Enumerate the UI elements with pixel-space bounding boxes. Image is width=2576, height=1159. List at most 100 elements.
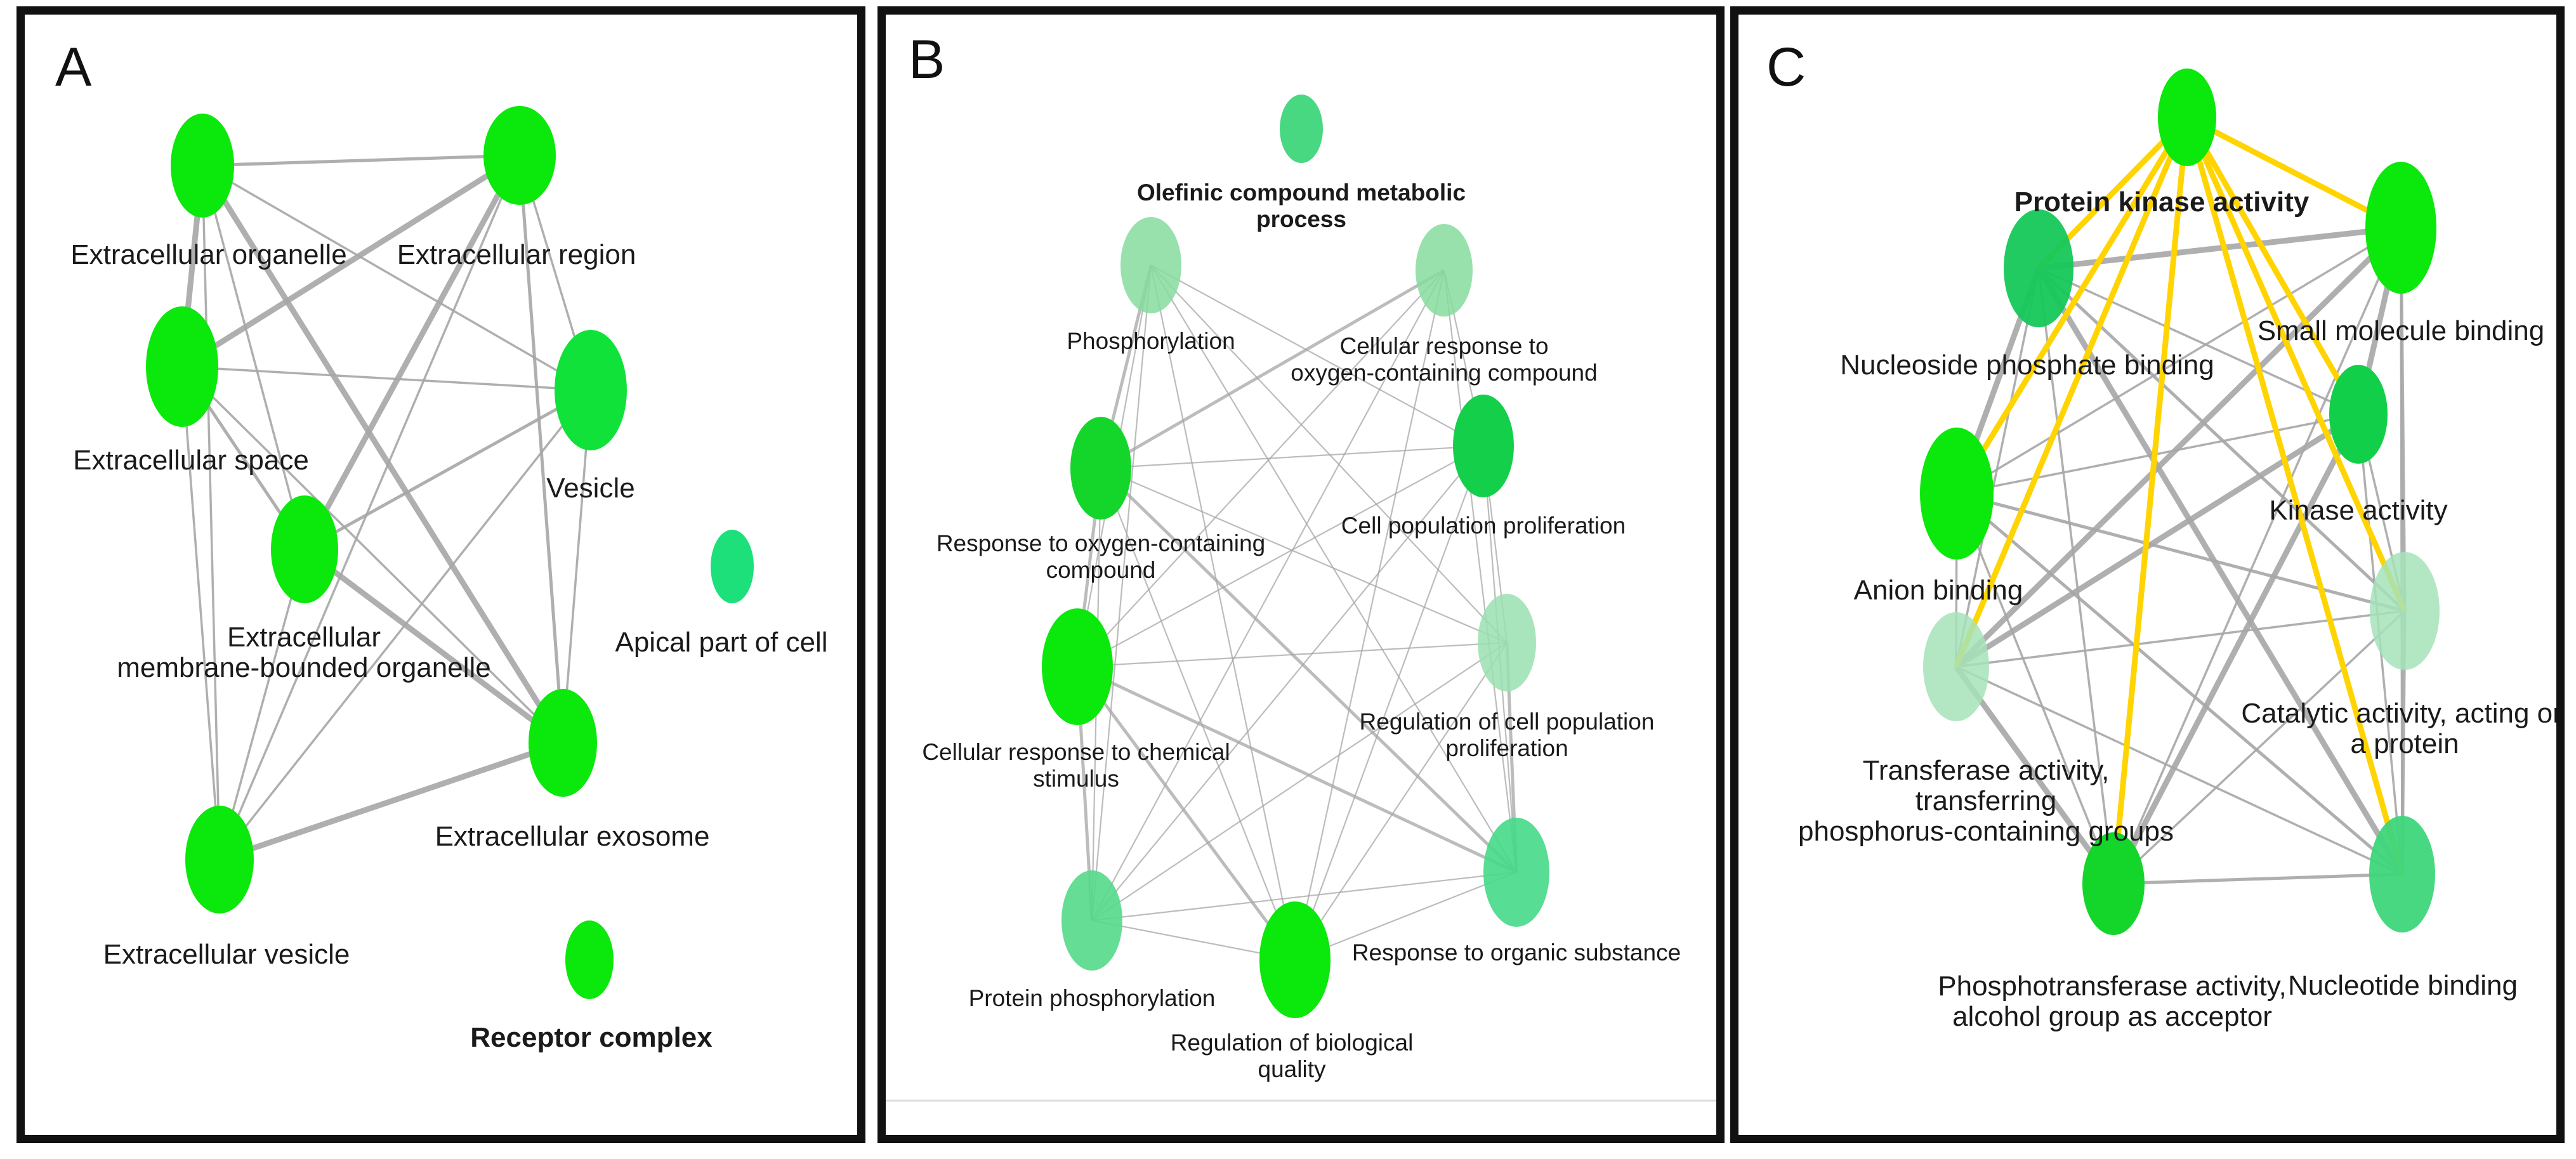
edge-cell_resp_chem-reg_bio (1075, 665, 1297, 961)
edge-ext_organelle-vesicle (202, 164, 591, 391)
edge-nucleoside-nucleotide (2036, 266, 2405, 876)
edge-cell_resp_chem-reg_cell_pop (1077, 641, 1508, 668)
edge-phosph-cell_pop_prolif (1150, 265, 1484, 447)
edge-prot_phosph-resp_organic (1091, 871, 1517, 922)
edge-resp_oxy-resp_organic (1100, 467, 1518, 874)
node-ext_space[interactable] (146, 306, 218, 427)
label-nucleotide: Nucleotide binding (2288, 970, 2518, 1001)
node-olefinic[interactable] (1280, 95, 1323, 163)
label-receptor: Receptor complex (470, 1022, 713, 1053)
node-receptor[interactable] (565, 920, 614, 999)
edge-cell_resp_oxy-prot_phosph (1091, 270, 1445, 921)
edge-anion-phosphotransferase (1955, 493, 2115, 884)
node-vesicle[interactable] (555, 330, 627, 450)
node-reg_cell_pop[interactable] (1478, 594, 1536, 691)
node-prot_phosph[interactable] (1061, 870, 1122, 971)
edge-nucleoside-phosphotransferase (2037, 268, 2115, 884)
node-reg_bio[interactable] (1259, 901, 1331, 1018)
node-kinase[interactable] (2329, 365, 2388, 464)
node-phosphotransferase[interactable] (2082, 832, 2145, 935)
edges (1075, 265, 1518, 961)
edges (179, 153, 592, 863)
edge-transferase-nucleotide (1955, 665, 2403, 875)
edge-ext_region-ext_space (180, 153, 522, 369)
edge-kinase-phosphotransferase (2111, 412, 2361, 886)
edge-cell_resp_oxy-resp_organic (1443, 270, 1518, 873)
edge-small_mol-phosphotransferase (2112, 227, 2402, 884)
edge-ext_organelle-ext_region (202, 154, 520, 167)
node-pka[interactable] (2158, 69, 2216, 166)
edge-ext_organelle-ext_exosome (200, 164, 565, 745)
edge-cell_resp_chem-resp_organic (1076, 665, 1518, 874)
node-nucleotide[interactable] (2369, 816, 2435, 933)
node-cell_resp_chem[interactable] (1042, 608, 1113, 725)
node-resp_organic[interactable] (1483, 818, 1549, 927)
edge-reg_cell_pop-reg_bio (1294, 642, 1508, 960)
edge-ext_membrane-ext_exosome (303, 547, 565, 745)
label-small_mol: Small molecule binding (2257, 315, 2544, 346)
edge-phosph-reg_cell_pop (1150, 265, 1508, 643)
node-phosph[interactable] (1120, 217, 1181, 313)
edge-ext_region-ext_vesicle (218, 155, 521, 860)
label-anion: Anion binding (1854, 575, 2023, 606)
edge-anion-catalytic (1956, 492, 2405, 613)
node-apical[interactable] (711, 530, 754, 603)
panel-letter: C (1766, 37, 1806, 98)
nodes (1920, 69, 2440, 935)
nodes (146, 106, 754, 999)
node-nucleoside[interactable] (2004, 209, 2073, 327)
node-ext_membrane[interactable] (271, 495, 338, 603)
edge-ext_region-ext_membrane (302, 154, 522, 551)
edge-cell_resp_oxy-cell_resp_chem (1077, 270, 1445, 667)
edge-cell_resp_oxy-resp_oxy (1100, 268, 1445, 470)
nodes (1042, 95, 1549, 1018)
node-catalytic[interactable] (2370, 552, 2440, 670)
edge-ext_organelle-ext_membrane (201, 165, 306, 550)
edge-cell_pop_prolif-reg_bio (1294, 445, 1485, 960)
label-ext_vesicle: Extracellular vesicle (103, 939, 350, 970)
highlight-edge-pka-nucleotide (2184, 116, 2405, 875)
edge-ext_region-ext_exosome (518, 155, 565, 743)
highlight-edge-pka-catalytic (2184, 116, 2408, 612)
edge-resp_oxy-reg_bio (1100, 468, 1296, 960)
edge-phosph-reg_bio (1150, 265, 1296, 960)
label-prot_phosph: Protein phosphorylation (969, 985, 1216, 1011)
label-ext_exosome: Extracellular exosome (435, 821, 710, 852)
node-ext_exosome[interactable] (529, 689, 597, 797)
edge-resp_oxy-cell_pop_prolif (1100, 445, 1484, 469)
edge-small_mol-anion (1956, 226, 2402, 495)
node-cell_pop_prolif[interactable] (1453, 395, 1514, 497)
node-transferase[interactable] (1923, 612, 1989, 721)
edge-cell_pop_prolif-prot_phosph (1091, 445, 1484, 921)
label-kinase: Kinase activity (2269, 495, 2447, 526)
label-resp_organic: Response to organic substance (1352, 940, 1681, 966)
node-small_mol[interactable] (2365, 162, 2436, 294)
node-ext_vesicle[interactable] (185, 806, 254, 913)
node-anion[interactable] (1920, 428, 1994, 560)
edge-cell_pop_prolif-cell_resp_chem (1077, 445, 1484, 667)
edge-small_mol-transferase (1954, 225, 2403, 669)
label-ext_region: Extracellular region (397, 239, 636, 270)
edge-vesicle-ext_membrane (303, 388, 592, 551)
highlight-edge-pka-phosphotransferase (2110, 117, 2190, 884)
node-ext_organelle[interactable] (171, 114, 234, 218)
node-cell_resp_oxy[interactable] (1416, 224, 1473, 317)
edge-ext_exosome-ext_vesicle (218, 740, 564, 863)
node-resp_oxy[interactable] (1070, 417, 1131, 520)
node-ext_region[interactable] (483, 106, 556, 205)
edge-ext_space-ext_exosome (181, 365, 564, 744)
